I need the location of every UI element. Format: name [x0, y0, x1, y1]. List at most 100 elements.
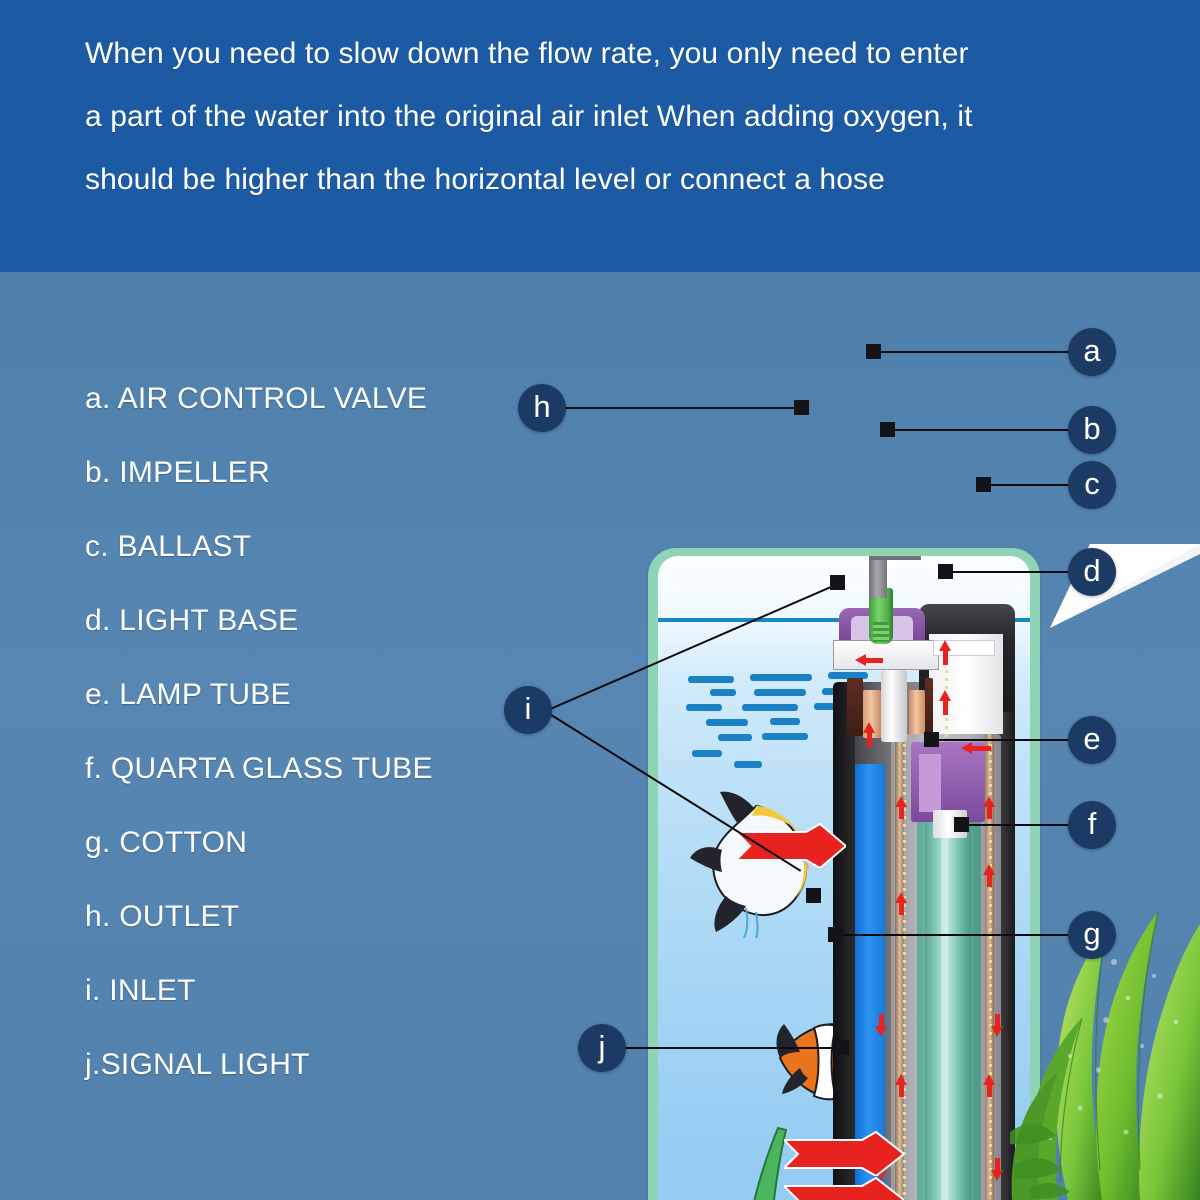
flow-arrow-up-stem: [987, 1085, 992, 1097]
anchor-f: [954, 817, 969, 832]
anchor-d: [938, 564, 953, 579]
leader-line-a: [874, 351, 1070, 353]
flow-arrow-up: [983, 796, 995, 807]
outlet-collar: [833, 640, 939, 670]
callout-badge-i[interactable]: i: [504, 686, 552, 734]
legend-item-e: e. LAMP TUBE: [85, 678, 291, 711]
legend-item-h: h. OUTLET: [85, 900, 240, 933]
legend-list: a. AIR CONTROL VALVE b. IMPELLER c. BALL…: [85, 362, 515, 1102]
flow-arrow-up-stem: [899, 903, 904, 915]
header-banner: When you need to slow down the flow rate…: [0, 0, 1200, 272]
bubble: [718, 734, 752, 741]
header-line-3: should be higher than the horizontal lev…: [85, 163, 885, 196]
anchor-j: [834, 1040, 849, 1055]
anchor-b: [880, 422, 895, 437]
legend-item-j: j.SIGNAL LIGHT: [85, 1048, 310, 1081]
legend-item-g: g. COTTON: [85, 826, 248, 859]
callout-badge-g[interactable]: g: [1068, 911, 1116, 959]
diagram-panel: a. AIR CONTROL VALVE b. IMPELLER c. BALL…: [0, 272, 1200, 1200]
flow-arrow-up-stem: [943, 651, 948, 665]
flow-arrow-up-stem: [867, 733, 872, 747]
inlet-flow-arrow-low: [784, 1176, 904, 1200]
legend-item-f: f. QUARTA GLASS TUBE: [85, 752, 433, 785]
leader-line-g: [836, 934, 1070, 936]
flow-arrow-down: [991, 1026, 1003, 1037]
bubble: [710, 689, 736, 696]
chamber-wall-left: [895, 734, 904, 1200]
flow-arrow-down: [991, 1170, 1003, 1181]
legend-item-i: i. INLET: [85, 974, 196, 1007]
anchor-a: [866, 344, 881, 359]
lamp-tube: [925, 806, 971, 1200]
bubble: [754, 689, 806, 696]
callout-badge-f[interactable]: f: [1068, 801, 1116, 849]
leader-line-b: [888, 429, 1070, 431]
bubble-trail-right: [989, 744, 992, 1200]
flow-arrow-down: [875, 1026, 887, 1037]
flow-arrow-left-stem: [865, 658, 883, 663]
anchor-e: [924, 732, 939, 747]
flow-arrow-up: [939, 640, 951, 651]
callout-badge-h[interactable]: h: [518, 384, 566, 432]
intake-channel: [855, 764, 885, 1200]
flow-arrow-up-stem: [987, 875, 992, 887]
filter-pump-device: [833, 556, 1018, 1200]
leader-line-d: [946, 571, 1070, 573]
flow-arrow-up: [895, 796, 907, 807]
bubble: [734, 761, 762, 768]
flow-arrow-up: [983, 864, 995, 875]
callout-badge-a[interactable]: a: [1068, 328, 1116, 376]
leader-line-c: [984, 484, 1070, 486]
callout-badge-d[interactable]: d: [1068, 548, 1116, 596]
inlet-flow-arrow-mid: [784, 1130, 904, 1176]
callout-badge-e[interactable]: e: [1068, 716, 1116, 764]
flow-arrow-down-stem: [995, 1158, 1000, 1170]
outlet-hose-bend: [869, 556, 921, 560]
flow-arrow-up-stem: [899, 1085, 904, 1097]
flow-arrow-left-stem: [971, 746, 991, 751]
motor-coil-right: [909, 690, 925, 734]
callout-badge-c[interactable]: c: [1068, 461, 1116, 509]
anchor-i-lower: [806, 888, 821, 903]
lamp-tube-highlight: [941, 814, 948, 1200]
light-base-cutaway: [919, 754, 941, 812]
flow-arrow-up-stem: [943, 701, 948, 715]
flow-arrow-up-stem: [987, 807, 992, 819]
bubble: [688, 676, 734, 683]
flow-arrow-left: [961, 742, 972, 754]
bubble: [692, 750, 722, 757]
leader-line-h: [554, 407, 802, 409]
aquarium-tank: [648, 548, 1040, 1200]
header-line-2: a part of the water into the original ai…: [85, 100, 973, 133]
anchor-i-upper: [830, 575, 845, 590]
callout-badge-j[interactable]: j: [578, 1024, 626, 1072]
flow-arrow-down: [875, 1170, 887, 1181]
anchor-h: [794, 400, 809, 415]
device-housing-left-edge: [833, 682, 855, 1200]
flow-arrow-up: [939, 690, 951, 701]
inlet-flow-arrow-top: [736, 822, 846, 868]
anchor-c: [976, 477, 991, 492]
flow-arrow-up-stem: [899, 807, 904, 819]
motor-coil-right-dark: [925, 678, 933, 734]
bubble: [706, 719, 748, 726]
flow-arrow-down-stem: [879, 1014, 884, 1026]
callout-badge-b[interactable]: b: [1068, 406, 1116, 454]
impeller-shaft: [881, 670, 907, 742]
leader-line-j: [626, 1047, 842, 1049]
leader-line-e: [932, 739, 1070, 741]
flow-arrow-left: [855, 654, 866, 666]
legend-item-d: d. LIGHT BASE: [85, 604, 299, 637]
leader-line-f: [962, 824, 1070, 826]
bubble: [770, 718, 800, 725]
flow-arrow-up: [895, 1074, 907, 1085]
flow-arrow-up: [895, 892, 907, 903]
legend-item-b: b. IMPELLER: [85, 456, 271, 489]
bubble-trail-left: [903, 744, 906, 1200]
header-line-1: When you need to slow down the flow rate…: [85, 37, 969, 70]
background-plant: [1010, 911, 1200, 1200]
bubble: [742, 704, 798, 711]
bubble: [686, 704, 722, 711]
legend-item-c: c. BALLAST: [85, 530, 252, 563]
